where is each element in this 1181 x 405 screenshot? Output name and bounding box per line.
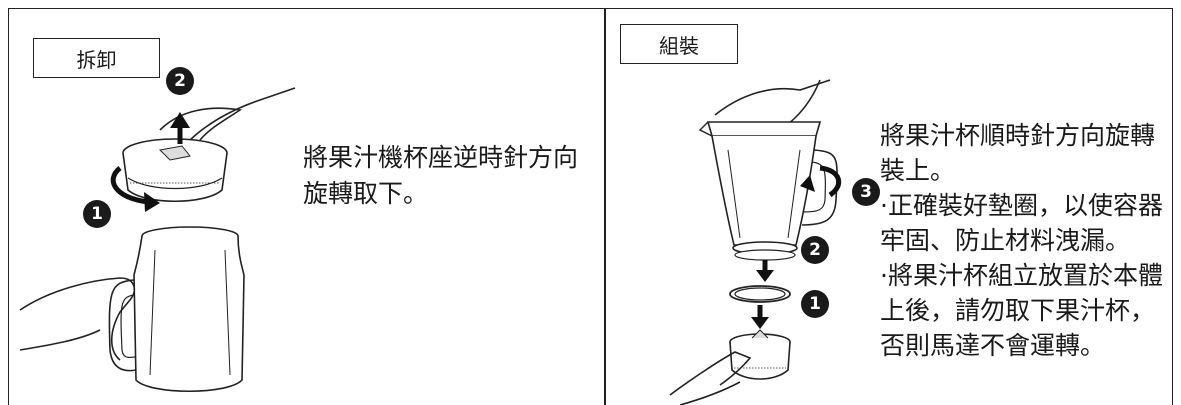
assembly-caption-line-3: ·將果汁杯組立放置於本體上後，請勿取下果汁杯，否則馬達不會運轉。	[880, 261, 1163, 360]
assembly-caption: 將果汁杯順時針方向旋轉裝上。 ·正確裝好墊圈，以使容器牢固、防止材料洩漏。 ·將…	[880, 118, 1170, 363]
panel-divider	[604, 8, 606, 405]
step-2-badge-right: 2	[801, 236, 829, 264]
assembly-illustration	[669, 79, 842, 405]
outer-frame	[8, 8, 1173, 405]
step-3-badge-right: 3	[852, 178, 880, 206]
step-1-badge-left: 1	[83, 200, 111, 228]
assembly-caption-line-2: ·正確裝好墊圈，以使容器牢固、防止材料洩漏。	[880, 191, 1163, 255]
step-2-badge-left: 2	[166, 67, 194, 95]
assembly-caption-line-1: 將果汁杯順時針方向旋轉裝上。	[880, 121, 1156, 185]
disassembly-label: 拆卸	[33, 38, 160, 78]
disassembly-caption: 將果汁機杯座逆時針方向旋轉取下。	[303, 143, 579, 208]
disassembly-illustration	[19, 87, 296, 392]
step-1-badge-right: 1	[801, 290, 829, 318]
assembly-label: 組裝	[620, 24, 738, 64]
